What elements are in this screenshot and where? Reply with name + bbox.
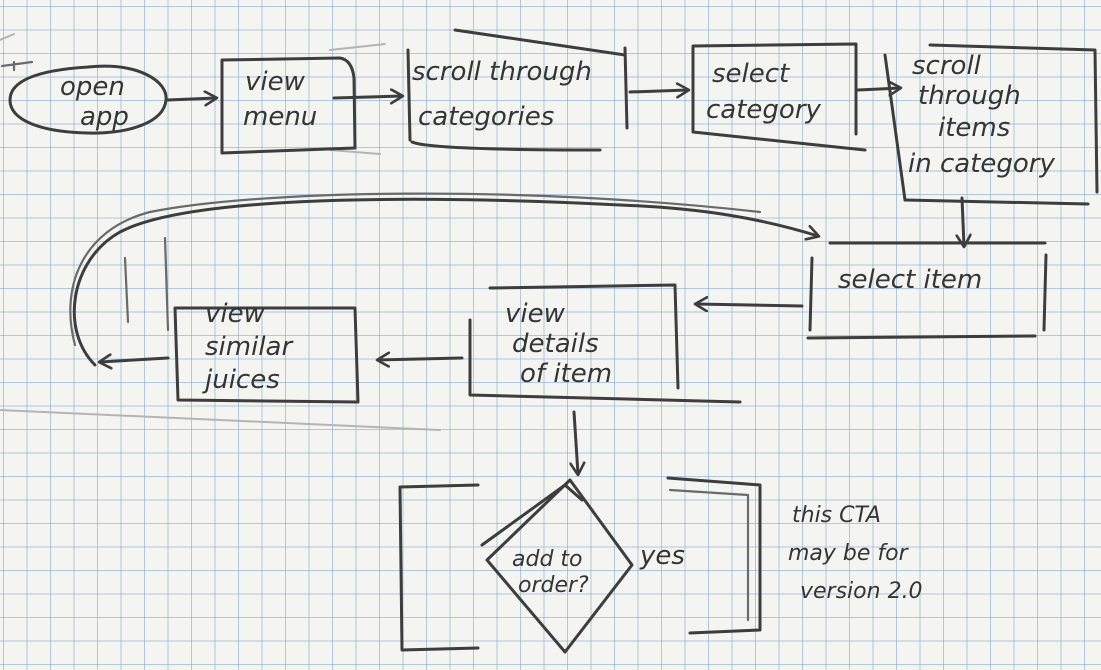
- arrow-details-to-similar: [378, 358, 464, 360]
- view-details-label-line-2: details: [512, 329, 599, 359]
- node-view-similar: view similar juices: [173, 299, 360, 404]
- node-view-details: view details of item: [468, 283, 742, 404]
- arrow-details-to-decision: [574, 410, 578, 474]
- arrow-menu-to-scroll: [332, 96, 402, 98]
- decision-right-bracket: [666, 476, 762, 635]
- note-line-1: this CTA: [792, 503, 881, 528]
- select-category-label-line-1: select: [712, 59, 790, 89]
- note-line-3: version 2.0: [800, 579, 923, 604]
- view-similar-label-line-1: view: [205, 299, 266, 329]
- arrow-similar-to-loop: [100, 358, 170, 362]
- arrow-scroll-items-to-select-item: [962, 196, 964, 246]
- loop-inner-tick-2: [163, 236, 170, 332]
- arrow-open-to-menu: [166, 98, 216, 100]
- arrow-select-item-to-details: [696, 304, 804, 306]
- scroll-items-label-line-1: scroll: [912, 51, 982, 81]
- flow-arrows: [69, 88, 964, 474]
- view-similar-label-line-3: juices: [202, 365, 280, 395]
- decision-left-bracket: [398, 483, 480, 652]
- scroll-categories-label-line-1: scroll through: [412, 57, 592, 87]
- eraser-marks: [0, 33, 441, 431]
- view-menu-label-line-1: view: [245, 67, 306, 97]
- node-add-to-order: add to order?: [480, 478, 634, 654]
- node-scroll-categories: scroll through categories: [406, 28, 629, 152]
- note-line-2: may be for: [788, 541, 910, 566]
- version-note: this CTA may be for version 2.0: [788, 503, 923, 604]
- view-similar-label-line-2: similar: [205, 332, 294, 362]
- select-category-label-line-2: category: [706, 95, 822, 125]
- select-item-label: select item: [838, 265, 982, 295]
- scroll-categories-label-line-2: categories: [418, 102, 554, 132]
- arrow-loop-back-outer: [69, 192, 762, 347]
- node-view-menu: view menu: [220, 56, 357, 155]
- scroll-items-label-line-3: items: [938, 113, 1010, 143]
- add-to-order-label-line-2: order?: [518, 573, 589, 598]
- node-open-app: open app: [0, 60, 168, 135]
- scroll-items-label-line-2: through: [918, 81, 1021, 111]
- arrow-scroll-to-select-category: [628, 90, 688, 92]
- node-scroll-items: scroll through items in category: [883, 43, 1099, 206]
- arrow-loop-back-to-select-item: [72, 197, 818, 367]
- loop-inner-tick: [123, 256, 130, 324]
- decision-right-bracket-double: [668, 488, 750, 622]
- view-details-label-line-3: of item: [520, 359, 612, 389]
- view-details-label-line-1: view: [505, 299, 566, 329]
- add-to-order-label-line-1: add to: [512, 547, 583, 572]
- arrow-select-category-to-scroll-items: [856, 88, 900, 90]
- view-menu-label-line-2: menu: [243, 102, 317, 132]
- yes-label: yes: [639, 541, 685, 571]
- open-app-label-line-1: open: [60, 72, 125, 102]
- open-app-label-line-2: app: [80, 102, 129, 132]
- scroll-items-label-line-4: in category: [908, 149, 1055, 179]
- node-select-item: select item: [806, 241, 1048, 340]
- node-select-category: select category: [691, 42, 867, 152]
